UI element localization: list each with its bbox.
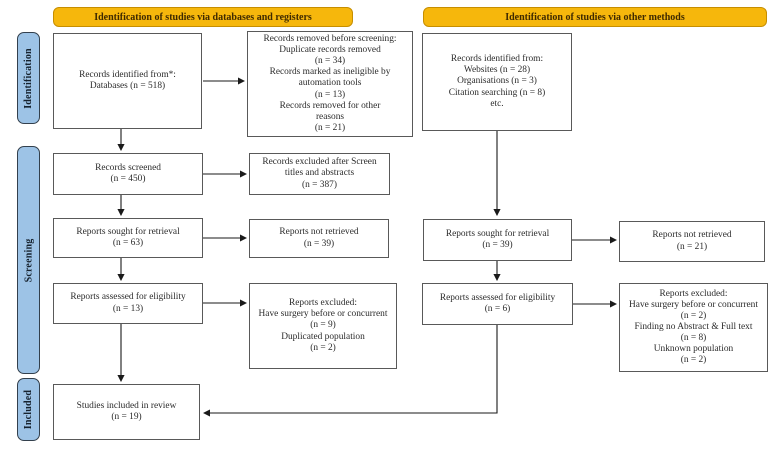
stage-label-included: Included (23, 389, 34, 430)
banner-databases-registers: Identification of studies via databases … (53, 7, 353, 27)
reports-excluded-databases-box: Reports excluded: Have surgery before or… (249, 283, 397, 369)
stage-tab-included: Included (17, 378, 40, 441)
stage-label-screening: Screening (23, 238, 34, 282)
reports-assessed-databases-box: Reports assessed for eligibility (n = 13… (53, 283, 203, 324)
records-excluded-box: Records excluded after Screen titles and… (249, 153, 390, 195)
records-identified-other-box: Records identified from: Websites (n = 2… (422, 33, 572, 131)
reports-excluded-other-box: Reports excluded: Have surgery before or… (619, 283, 768, 372)
records-removed-before-screening-box: Records removed before screening: Duplic… (247, 31, 413, 137)
studies-included-box: Studies included in review (n = 19) (53, 384, 200, 440)
reports-sought-other-box: Reports sought for retrieval (n = 39) (423, 219, 572, 261)
reports-not-retrieved-databases-box: Reports not retrieved (n = 39) (249, 219, 389, 258)
stage-label-identification: Identification (23, 47, 34, 109)
stage-tab-screening: Screening (17, 146, 40, 374)
banner-other-methods: Identification of studies via other meth… (423, 7, 767, 27)
records-screened-box: Records screened (n = 450) (53, 153, 203, 195)
records-identified-databases-box: Records identified from*: Databases (n =… (53, 33, 202, 129)
reports-assessed-other-box: Reports assessed for eligibility (n = 6) (422, 283, 573, 325)
reports-not-retrieved-other-box: Reports not retrieved (n = 21) (619, 221, 765, 262)
reports-sought-databases-box: Reports sought for retrieval (n = 63) (53, 218, 203, 258)
stage-tab-identification: Identification (17, 32, 40, 124)
